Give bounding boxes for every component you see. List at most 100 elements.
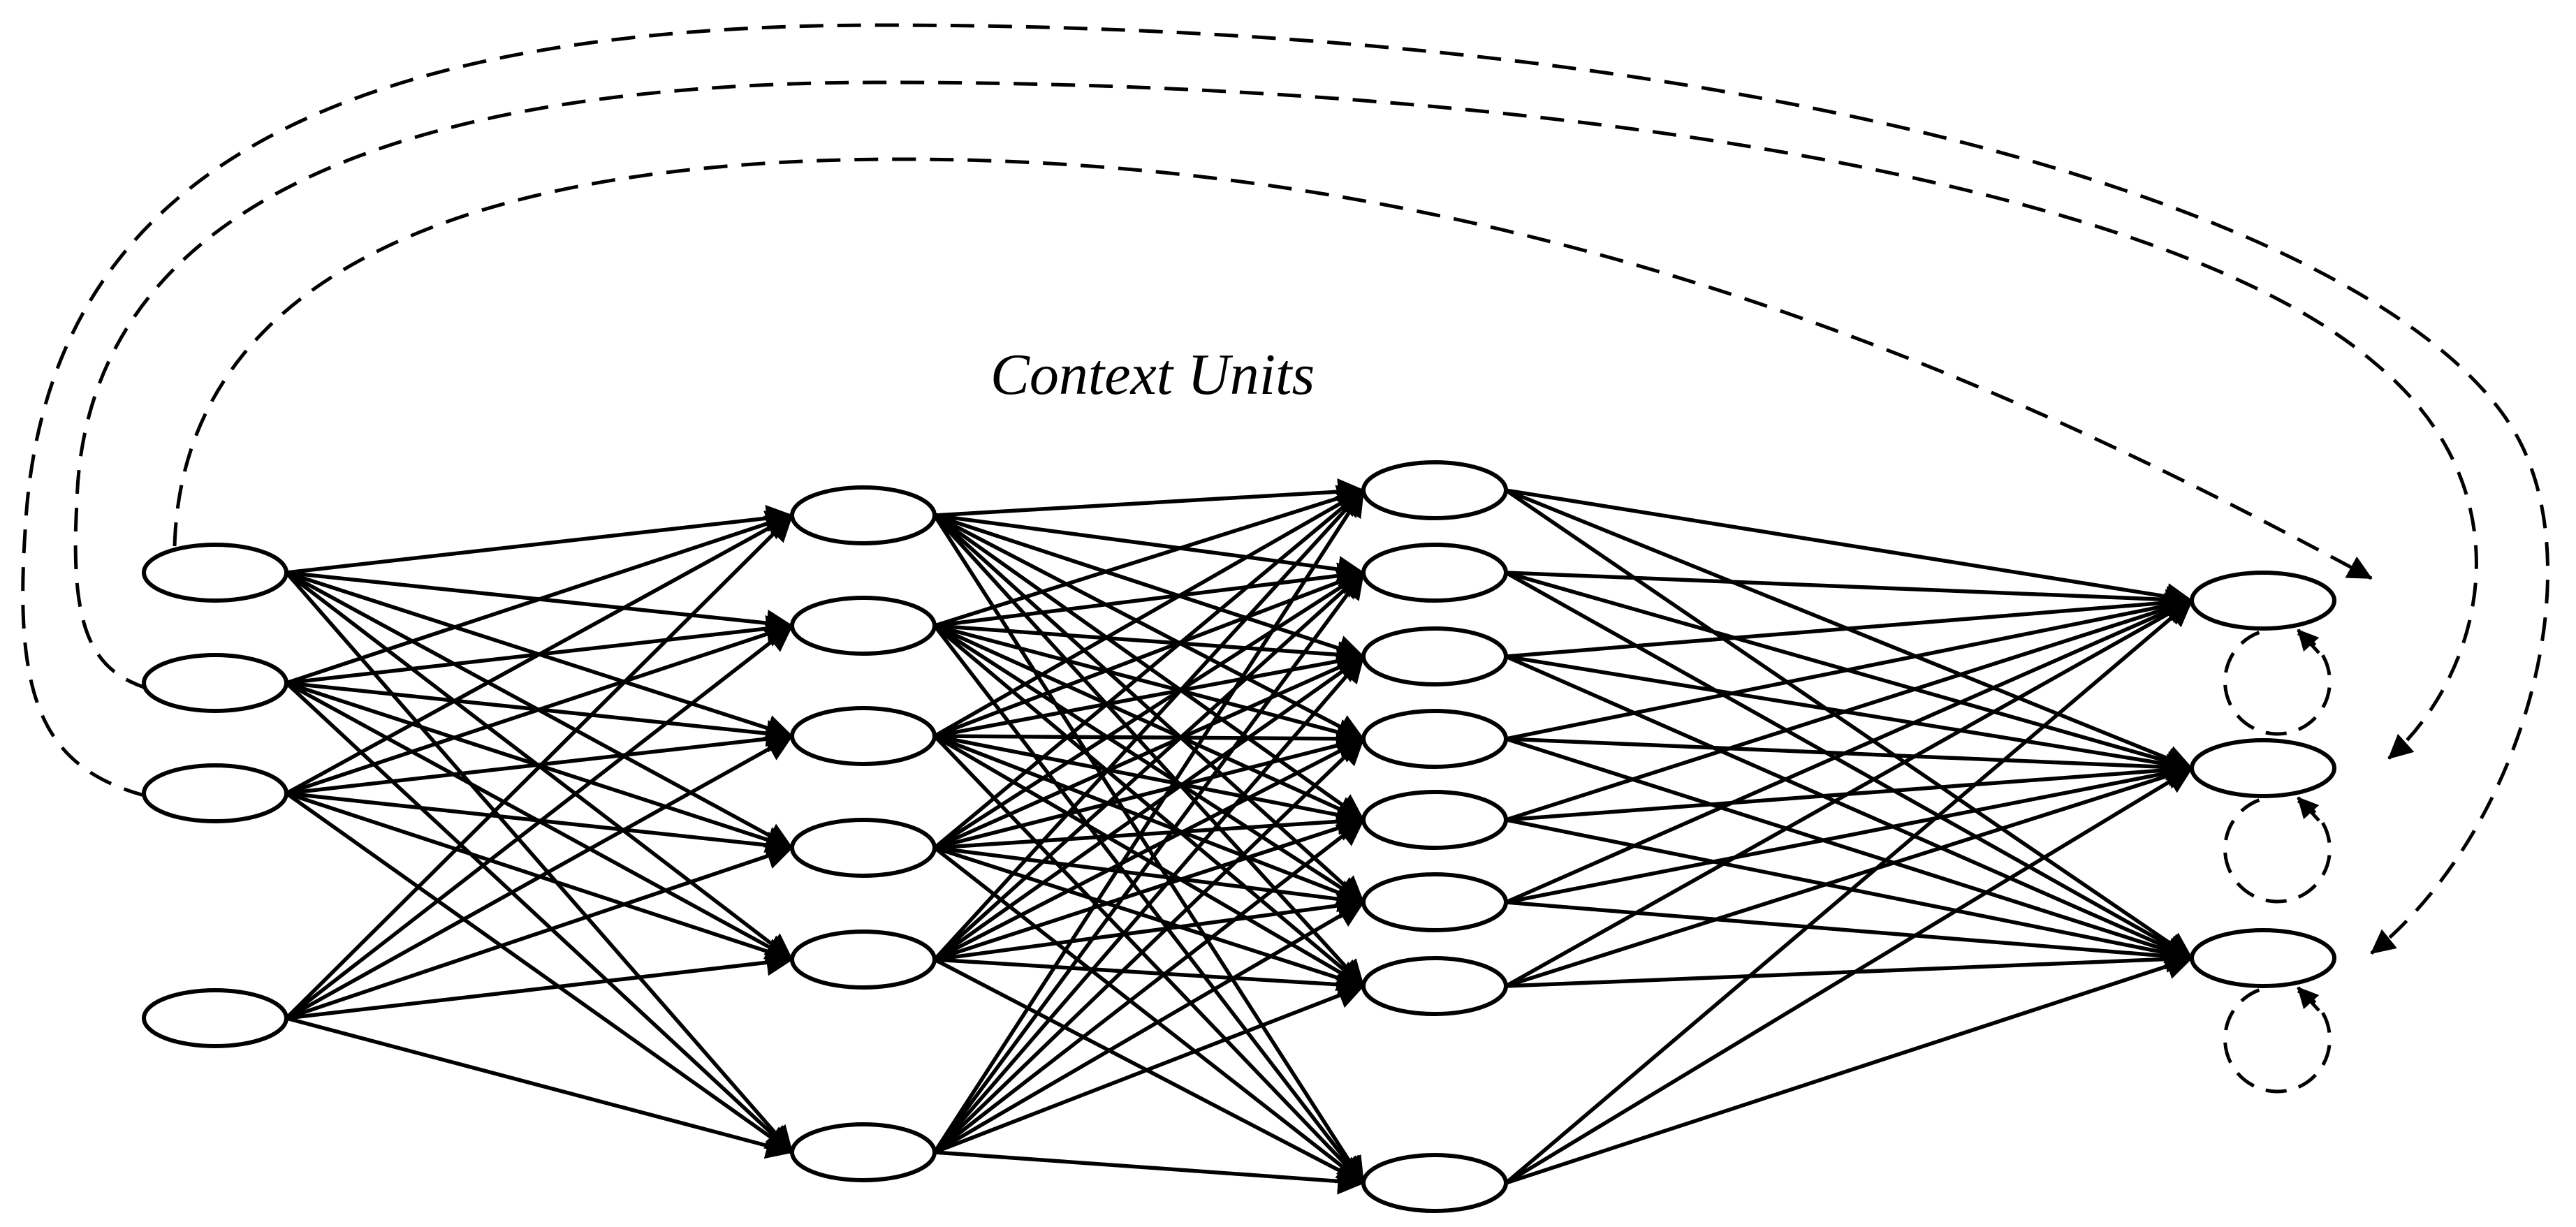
self-loop-arrow-output-2 xyxy=(2297,796,2320,822)
feedback-arc-output-2-to-input-2 xyxy=(73,80,2478,760)
connection-hidden-1-6-to-hidden-2-5 xyxy=(933,818,1365,1154)
connection-hidden-2-6-to-output-2 xyxy=(1505,760,2193,904)
feedback-arc-output-3-to-input-3 xyxy=(21,23,2550,955)
input-unit-4 xyxy=(142,988,288,1048)
connection-hidden-1-4-to-hidden-2-7 xyxy=(934,846,1365,992)
connection-hidden-2-1-to-output-3 xyxy=(1505,488,2193,960)
hidden-2-unit-4 xyxy=(1361,709,1508,769)
connection-input-3-to-hidden-1-1 xyxy=(285,513,793,795)
connection-hidden-1-4-to-hidden-2-6 xyxy=(934,846,1365,913)
connection-hidden-2-3-to-output-1 xyxy=(1505,589,2193,659)
connection-hidden-1-5-to-hidden-2-8 xyxy=(933,957,1365,1185)
connection-hidden-2-4-to-output-1 xyxy=(1505,592,2193,741)
connection-input-1-to-hidden-1-1 xyxy=(286,504,793,575)
neuron-nodes xyxy=(142,460,2336,1213)
connection-input-3-to-hidden-1-2 xyxy=(286,621,793,795)
self-loop-output-1 xyxy=(2223,628,2332,736)
self-loop-output-2 xyxy=(2223,795,2332,904)
input-unit-2 xyxy=(142,653,288,713)
hidden-1-unit-5 xyxy=(790,930,937,990)
connection-hidden-2-3-to-output-2 xyxy=(1505,654,2193,778)
connection-hidden-1-6-to-hidden-2-1 xyxy=(932,489,1366,1154)
connection-hidden-1-3-to-hidden-2-4 xyxy=(934,725,1365,753)
hidden-2-unit-2 xyxy=(1361,543,1508,603)
connection-hidden-1-2-to-hidden-2-2 xyxy=(934,562,1365,628)
connection-hidden-2-6-to-output-3 xyxy=(1505,900,2193,970)
connection-hidden-1-4-to-hidden-2-8 xyxy=(933,846,1365,1185)
connection-hidden-2-4-to-output-3 xyxy=(1505,737,2193,964)
connection-hidden-1-5-to-hidden-2-4 xyxy=(933,737,1365,962)
hidden-1-unit-3 xyxy=(790,706,937,766)
connection-hidden-2-8-to-output-2 xyxy=(1505,766,2193,1185)
context-units-label: Context Units xyxy=(990,342,1315,407)
connection-hidden-1-3-to-hidden-2-8 xyxy=(933,735,1365,1184)
input-unit-1 xyxy=(142,543,288,603)
connection-hidden-2-5-to-output-3 xyxy=(1505,818,2193,967)
connection-hidden-2-2-to-output-1 xyxy=(1505,571,2193,613)
feedback-arc-output-1-to-input-1 xyxy=(173,157,2373,580)
connection-input-4-to-hidden-1-6 xyxy=(286,1016,793,1159)
connection-hidden-1-1-to-hidden-2-2 xyxy=(934,513,1365,583)
hidden-1-unit-6 xyxy=(790,1122,937,1182)
connection-hidden-1-6-to-hidden-2-8 xyxy=(934,1150,1365,1195)
connection-input-2-to-hidden-1-1 xyxy=(286,510,793,685)
connection-hidden-2-7-to-output-2 xyxy=(1505,763,2193,988)
connection-hidden-1-6-to-hidden-2-7 xyxy=(934,983,1365,1154)
self-loop-arrow-output-3 xyxy=(2297,986,2320,1012)
connection-hidden-1-2-to-hidden-2-3 xyxy=(934,624,1365,668)
connection-input-4-to-hidden-1-5 xyxy=(286,949,793,1020)
hidden-2-unit-8 xyxy=(1361,1153,1508,1213)
connection-hidden-1-6-to-hidden-2-3 xyxy=(932,655,1366,1154)
hidden-1-unit-2 xyxy=(790,596,937,656)
connection-hidden-1-4-to-hidden-2-2 xyxy=(933,571,1365,850)
connection-input-3-to-hidden-1-6 xyxy=(285,791,793,1154)
connection-hidden-1-1-to-hidden-2-1 xyxy=(934,478,1365,517)
connection-hidden-1-5-to-hidden-2-2 xyxy=(933,571,1365,962)
connection-hidden-2-3-to-output-3 xyxy=(1505,654,2193,960)
connection-hidden-2-5-to-output-1 xyxy=(1505,595,2193,822)
connection-input-2-to-hidden-1-6 xyxy=(285,681,793,1154)
connection-hidden-2-7-to-output-3 xyxy=(1505,946,2193,988)
connection-hidden-1-1-to-hidden-2-3 xyxy=(934,513,1365,661)
feedback-recurrent-lines xyxy=(21,23,2550,1094)
hidden-2-unit-7 xyxy=(1361,956,1508,1016)
connection-hidden-1-4-to-hidden-2-4 xyxy=(934,732,1365,850)
self-loop-output-3 xyxy=(2223,985,2332,1094)
connection-hidden-2-7-to-output-1 xyxy=(1505,598,2193,988)
connection-hidden-2-8-to-output-3 xyxy=(1505,953,2193,1185)
connection-hidden-1-5-to-hidden-2-6 xyxy=(934,892,1365,962)
connection-hidden-1-5-to-hidden-2-3 xyxy=(933,654,1365,962)
connection-hidden-1-4-to-hidden-2-5 xyxy=(934,808,1365,850)
connection-input-4-to-hidden-1-4 xyxy=(286,843,793,1020)
connection-hidden-1-3-to-hidden-2-1 xyxy=(933,488,1365,738)
connection-input-4-to-hidden-1-1 xyxy=(285,514,793,1020)
hidden-2-unit-1 xyxy=(1361,460,1508,520)
hidden-2-unit-3 xyxy=(1361,626,1508,686)
output-unit-3 xyxy=(2190,928,2336,988)
hidden-1-unit-4 xyxy=(790,818,937,878)
connection-input-1-to-hidden-1-6 xyxy=(284,571,794,1154)
connection-hidden-1-6-to-hidden-2-6 xyxy=(933,900,1365,1154)
connection-hidden-1-2-to-hidden-2-4 xyxy=(934,624,1365,746)
output-unit-1 xyxy=(2190,571,2336,631)
connection-hidden-1-5-to-hidden-2-5 xyxy=(934,815,1365,962)
connection-lines xyxy=(284,478,2193,1195)
hidden-2-unit-5 xyxy=(1361,790,1508,850)
connection-hidden-1-5-to-hidden-2-7 xyxy=(934,957,1365,998)
input-unit-3 xyxy=(142,763,288,823)
connection-hidden-2-1-to-output-1 xyxy=(1505,488,2193,610)
output-unit-2 xyxy=(2190,738,2336,798)
connection-hidden-1-6-to-hidden-2-4 xyxy=(933,737,1365,1154)
hidden-1-unit-1 xyxy=(790,485,937,545)
connection-input-4-to-hidden-1-3 xyxy=(285,734,793,1020)
self-loop-arrow-output-1 xyxy=(2297,629,2320,654)
connection-hidden-1-4-to-hidden-2-1 xyxy=(933,488,1365,850)
connection-hidden-1-5-to-hidden-2-1 xyxy=(932,489,1366,961)
connection-input-4-to-hidden-1-2 xyxy=(285,624,793,1020)
connection-hidden-1-4-to-hidden-2-3 xyxy=(933,654,1365,850)
connection-hidden-2-8-to-output-1 xyxy=(1505,598,2193,1185)
hidden-2-unit-6 xyxy=(1361,872,1508,932)
connection-hidden-1-1-to-hidden-2-4 xyxy=(933,513,1365,741)
connection-hidden-2-6-to-output-1 xyxy=(1505,598,2193,904)
